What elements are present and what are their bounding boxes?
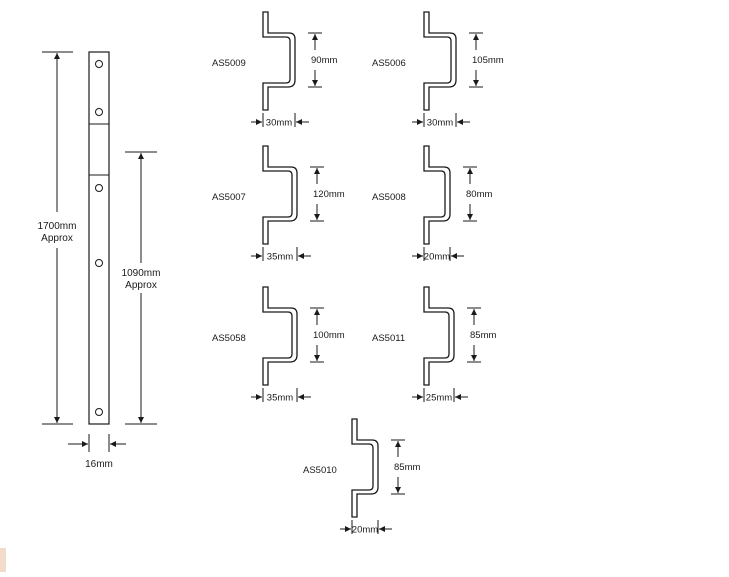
- keeper-height-label: 105mm: [472, 55, 504, 66]
- keeper-code-label: AS5010: [303, 465, 337, 476]
- keeper-profile: [423, 286, 455, 386]
- keeper-height-label: 100mm: [313, 330, 345, 341]
- keeper-code-label: AS5008: [372, 192, 406, 203]
- keeper-profile: [262, 286, 298, 386]
- keeper-width-label: 35mm: [267, 252, 293, 263]
- bar-fixing-hole: [95, 60, 103, 68]
- keeper-code-label: AS5006: [372, 58, 406, 69]
- bar-total-length-note: Approx: [41, 233, 73, 244]
- keeper-height-label: 85mm: [394, 462, 420, 473]
- bar-width-label: 16mm: [85, 459, 113, 470]
- keeper-width-label: 30mm: [266, 118, 292, 129]
- corner-accent: [0, 548, 6, 572]
- bar-width-dimension: 16mm: [68, 434, 126, 470]
- keeper-height-label: 90mm: [311, 55, 337, 66]
- bar-fixing-hole: [95, 259, 103, 267]
- keeper-profile: [351, 418, 379, 518]
- keeper-code-label: AS5011: [372, 333, 405, 344]
- keeper-width-label: 20mm: [424, 252, 450, 263]
- keeper-as5010: AS5010 85mm 20mm: [303, 418, 420, 536]
- keeper-profile: [262, 145, 298, 245]
- bar-keeper-length-label: 1090mm: [122, 268, 161, 279]
- bar-total-length-dimension: 1700mm Approx: [38, 51, 77, 425]
- keeper-profile: [262, 11, 296, 111]
- keeper-height-label: 120mm: [313, 189, 345, 200]
- keeper-width-label: 20mm: [352, 525, 378, 536]
- keeper-as5006: AS5006 105mm 30mm: [372, 11, 504, 129]
- keeper-height-label: 85mm: [470, 330, 496, 341]
- bar-fixing-hole: [95, 108, 103, 116]
- keeper-profile: [423, 145, 451, 245]
- keeper-width-label: 25mm: [426, 393, 452, 404]
- bar-keeper-length-note: Approx: [125, 280, 157, 291]
- keeper-profile: [423, 11, 457, 111]
- keeper-as5058: AS5058 100mm 35mm: [212, 286, 345, 404]
- bar-total-length-label: 1700mm: [38, 221, 77, 232]
- keeper-as5008: AS5008 80mm 20mm: [372, 145, 492, 263]
- keeper-height-label: 80mm: [466, 189, 492, 200]
- keeper-as5011: AS5011 85mm 25mm: [372, 286, 496, 404]
- bar-fixing-hole: [95, 408, 103, 416]
- keeper-code-label: AS5058: [212, 333, 246, 344]
- keeper-code-label: AS5009: [212, 58, 246, 69]
- keeper-as5009: AS5009 90mm 30mm: [212, 11, 337, 129]
- espagnolette-bar: [88, 51, 110, 425]
- keeper-code-label: AS5007: [212, 192, 246, 203]
- bar-fixing-hole: [95, 184, 103, 192]
- keeper-as5007: AS5007 120mm 35mm: [212, 145, 345, 263]
- keeper-width-label: 30mm: [427, 118, 453, 129]
- keeper-width-label: 35mm: [267, 393, 293, 404]
- bar-keeper-length-dimension: 1090mm Approx: [122, 151, 161, 425]
